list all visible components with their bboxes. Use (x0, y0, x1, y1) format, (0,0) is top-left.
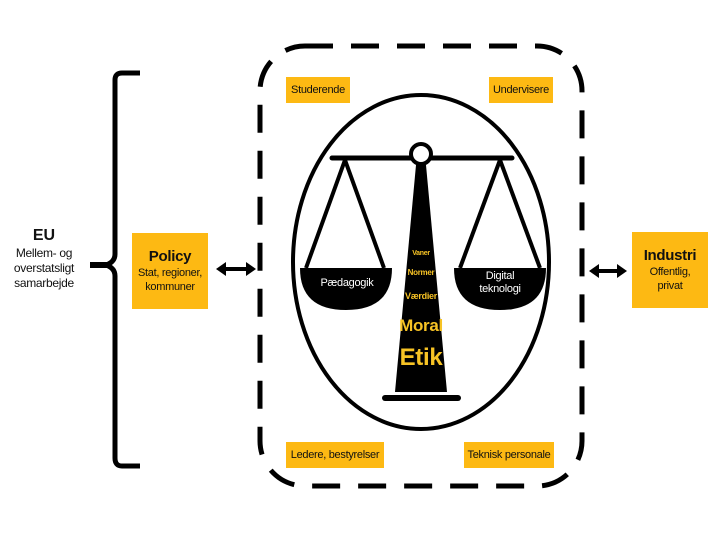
industry-arrow-icon (589, 264, 627, 278)
policy-line-2: kommuner (145, 281, 195, 293)
industry-title: Industri (643, 247, 697, 264)
right-pan (454, 268, 546, 310)
eu-subtitle-3: samarbejde (14, 276, 74, 290)
industry-box: Industri Offentlig, privat (632, 232, 708, 308)
scale-circle (291, 93, 551, 431)
policy-box: Policy Stat, regioner, kommuner (132, 233, 208, 309)
right-pan-label: Digital teknologi (458, 270, 542, 296)
right-string (498, 159, 542, 269)
left-string (304, 159, 347, 269)
policy-line-1: Stat, regioner, (138, 267, 202, 279)
scale-pivot (409, 142, 433, 166)
pillar-normer: Normer (407, 268, 435, 277)
eu-title: EU (32, 227, 56, 244)
policy-title: Policy (148, 248, 192, 265)
right-string (458, 159, 502, 269)
eu-label: EU Mellem- og overstatsligt samarbejde (2, 226, 86, 291)
policy-arrow-icon (216, 262, 256, 276)
pillar-etik: Etik (399, 344, 443, 371)
eu-subtitle-1: Mellem- og (15, 246, 73, 260)
stakeholder-ledere: Ledere, bestyrelser (286, 442, 384, 468)
stakeholder-undervisere: Undervisere (489, 77, 553, 103)
industry-line-1: Offentlig, (649, 266, 691, 278)
left-pan-label: Pædagogik (320, 277, 374, 289)
pillar-moral: Moral (399, 316, 443, 335)
stakeholder-studerende: Studerende (286, 77, 350, 103)
left-string (343, 159, 386, 269)
right-pan-line-2: teknologi (479, 283, 521, 295)
stakeholder-teknisk: Teknisk personale (464, 442, 554, 468)
pillar-vaner: Vaner (412, 250, 430, 257)
industry-line-2: privat (657, 280, 683, 292)
scale-pillar (395, 165, 447, 392)
stakeholder-container (257, 43, 585, 489)
pillar-vaerdier: Værdier (405, 291, 437, 301)
left-pan (300, 268, 392, 310)
right-pan-line-1: Digital (485, 270, 515, 282)
eu-subtitle-2: overstatsligt (13, 261, 75, 275)
